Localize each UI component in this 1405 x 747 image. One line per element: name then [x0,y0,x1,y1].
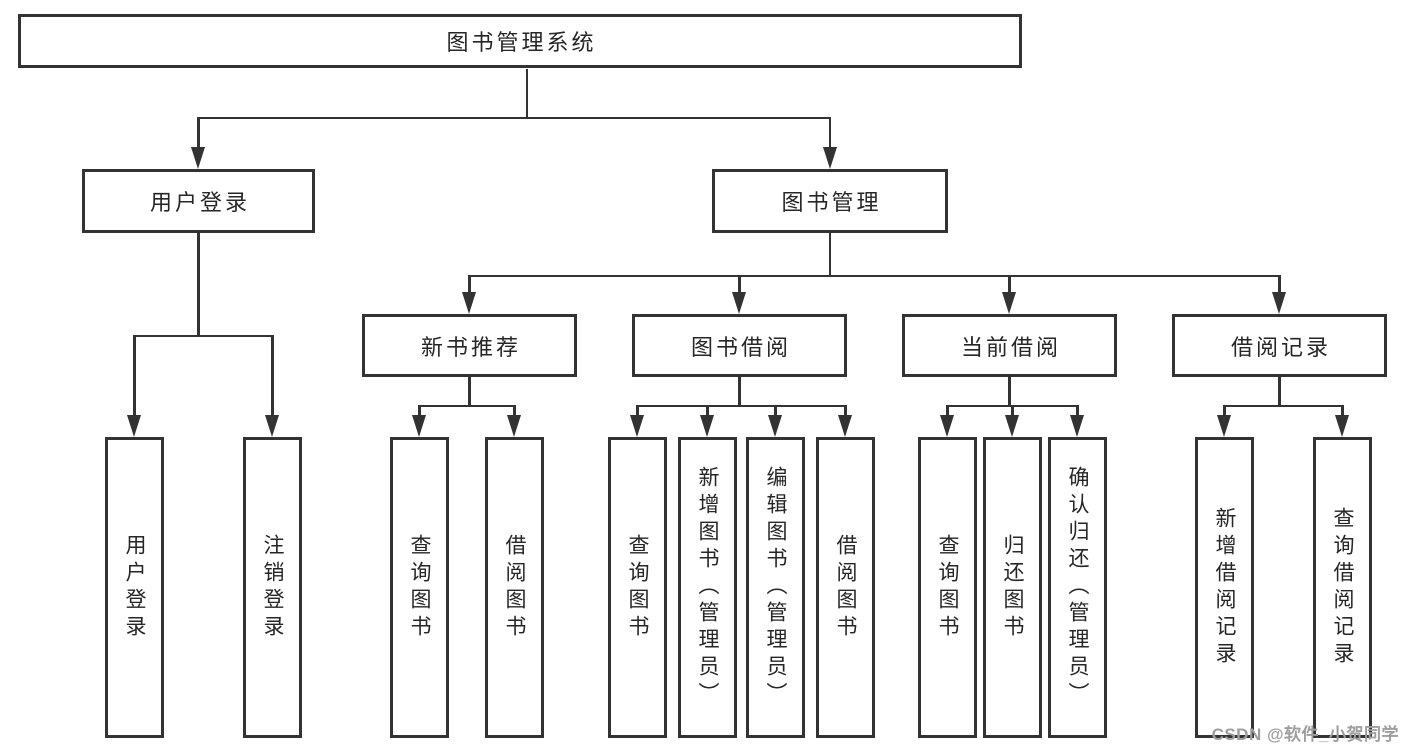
watermark: CSDN @软件_小贺同学 [1211,725,1399,744]
node-new-book-recommend: 新书推荐 [362,314,577,377]
node-label: 图书管理系统 [446,30,597,55]
connector-line [1223,406,1226,418]
arrow-down-icon [462,292,476,314]
node-borrow-books-leaf: 借阅图书 [816,437,875,738]
node-label: 查询图书 [626,533,649,642]
arrow-down-icon [1272,292,1286,314]
node-confirm-return-admin: 确认归还（管理员） [1048,437,1107,738]
node-query-borrow-record: 查询借阅记录 [1313,437,1372,738]
connector-line [1008,276,1011,294]
node-label: 借阅记录 [1230,334,1331,360]
arrow-down-icon [700,415,714,437]
connector-line [774,406,777,418]
connector-line [133,334,274,338]
connector-line [946,404,1079,408]
connector-line [197,233,200,336]
arrow-down-icon [768,415,782,437]
arrow-down-icon [1002,292,1016,314]
node-label: 用户登录 [123,533,146,642]
node-label: 查询图书 [936,533,959,642]
connector-line [133,336,136,418]
connector-line [1278,377,1281,406]
node-label: 借阅图书 [503,533,526,642]
connector-line [738,276,741,294]
arrow-down-icon [822,147,837,169]
node-label: 查询借阅记录 [1331,506,1354,669]
node-borrow-records: 借阅记录 [1172,314,1387,377]
node-label: 新书推荐 [420,334,521,360]
arrow-down-icon [940,415,954,437]
node-label: 新增图书（管理员） [696,466,719,709]
node-query-books-current: 查询图书 [918,437,977,738]
connector-line [1278,276,1281,294]
arrow-down-icon [507,415,521,437]
node-label: 用户登录 [149,190,250,215]
node-query-books-recommend: 查询图书 [390,437,449,738]
node-user-login-leaf: 用户登录 [105,437,164,738]
node-book-management: 图书管理 [712,169,948,233]
arrow-down-icon [265,415,279,437]
node-user-login: 用户登录 [82,169,315,233]
connector-line [468,274,1281,278]
node-add-borrow-record: 新增借阅记录 [1195,437,1254,738]
connector-line [197,116,832,120]
node-label: 注销登录 [261,533,284,642]
connector-line [844,406,847,418]
connector-line [197,118,200,152]
node-borrow-books-recommend: 借阅图书 [485,437,544,738]
node-logout-leaf: 注销登录 [243,437,302,738]
arrow-down-icon [630,415,644,437]
arrow-down-icon [1005,415,1019,437]
connector-line [828,233,832,276]
connector-line [513,406,516,418]
connector-line [468,377,471,406]
node-label: 新增借阅记录 [1213,506,1236,669]
node-label: 当前借阅 [960,334,1061,360]
node-add-book-admin: 新增图书（管理员） [678,437,737,738]
connector-line [636,404,847,408]
node-query-books-borrow: 查询图书 [608,437,667,738]
node-label: 确认归还（管理员） [1066,466,1089,709]
connector-line [1076,406,1079,418]
connector-line [468,276,471,294]
arrow-down-icon [732,292,746,314]
connector-line [1008,377,1011,406]
connector-line [738,377,741,406]
connector-line [418,404,516,408]
connector-line [828,118,832,152]
node-current-borrowing: 当前借阅 [902,314,1117,377]
node-edit-book-admin: 编辑图书（管理员） [746,437,805,738]
connector-line [1341,406,1344,418]
connector-line [525,69,529,118]
connector-line [271,336,274,418]
node-label: 图书管理 [781,190,882,215]
connector-line [706,406,709,418]
connector-line [946,406,949,418]
node-label: 图书借阅 [690,334,791,360]
connector-line [1011,406,1014,418]
arrow-down-icon [1070,415,1084,437]
node-book-borrowing: 图书借阅 [632,314,847,377]
node-library-system: 图书管理系统 [18,14,1022,68]
arrow-down-icon [838,415,852,437]
connector-line [636,406,639,418]
node-label: 归还图书 [1001,533,1024,642]
arrow-down-icon [191,147,205,169]
arrow-down-icon [1335,415,1349,437]
node-label: 编辑图书（管理员） [764,466,787,709]
node-label: 借阅图书 [834,533,857,642]
arrow-down-icon [127,415,141,437]
node-label: 查询图书 [408,533,431,642]
arrow-down-icon [1217,415,1231,437]
connector-line [418,406,421,418]
node-return-book: 归还图书 [983,437,1042,738]
arrow-down-icon [412,415,426,437]
connector-line [1223,404,1344,408]
